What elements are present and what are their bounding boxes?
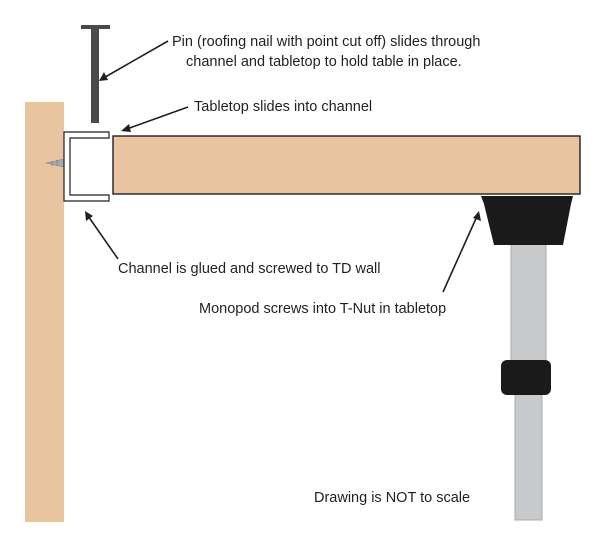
channel-outer: [63, 131, 110, 202]
pin-leader: [99, 40, 169, 81]
pin-shaft: [91, 29, 99, 123]
monopod-leader: [442, 213, 479, 293]
pin-label-line2: channel and tabletop to hold table in pl…: [186, 54, 462, 70]
tabletop-label: Tabletop slides into channel: [194, 99, 372, 115]
pin-arrowhead: [99, 72, 108, 81]
monopod-label: Monopod screws into T-Nut in tabletop: [199, 301, 446, 317]
pin-head: [81, 25, 110, 29]
monopod-lower-tube: [514, 391, 543, 521]
td-wall: [25, 102, 64, 522]
tabletop-leader: [123, 106, 189, 131]
monopod-upper-tube: [510, 241, 547, 368]
tabletop: [112, 135, 581, 195]
channel-leader: [85, 212, 119, 260]
monopod-head: [481, 196, 573, 245]
channel-arrowhead: [85, 211, 93, 221]
tabletop-arrowhead: [121, 124, 131, 132]
monopod-arrowhead: [473, 211, 481, 221]
pin-label-line1: Pin (roofing nail with point cut off) sl…: [172, 34, 480, 50]
channel-label: Channel is glued and screwed to TD wall: [118, 261, 381, 277]
scale-note: Drawing is NOT to scale: [314, 490, 470, 506]
monopod-lock-collar: [501, 360, 551, 395]
